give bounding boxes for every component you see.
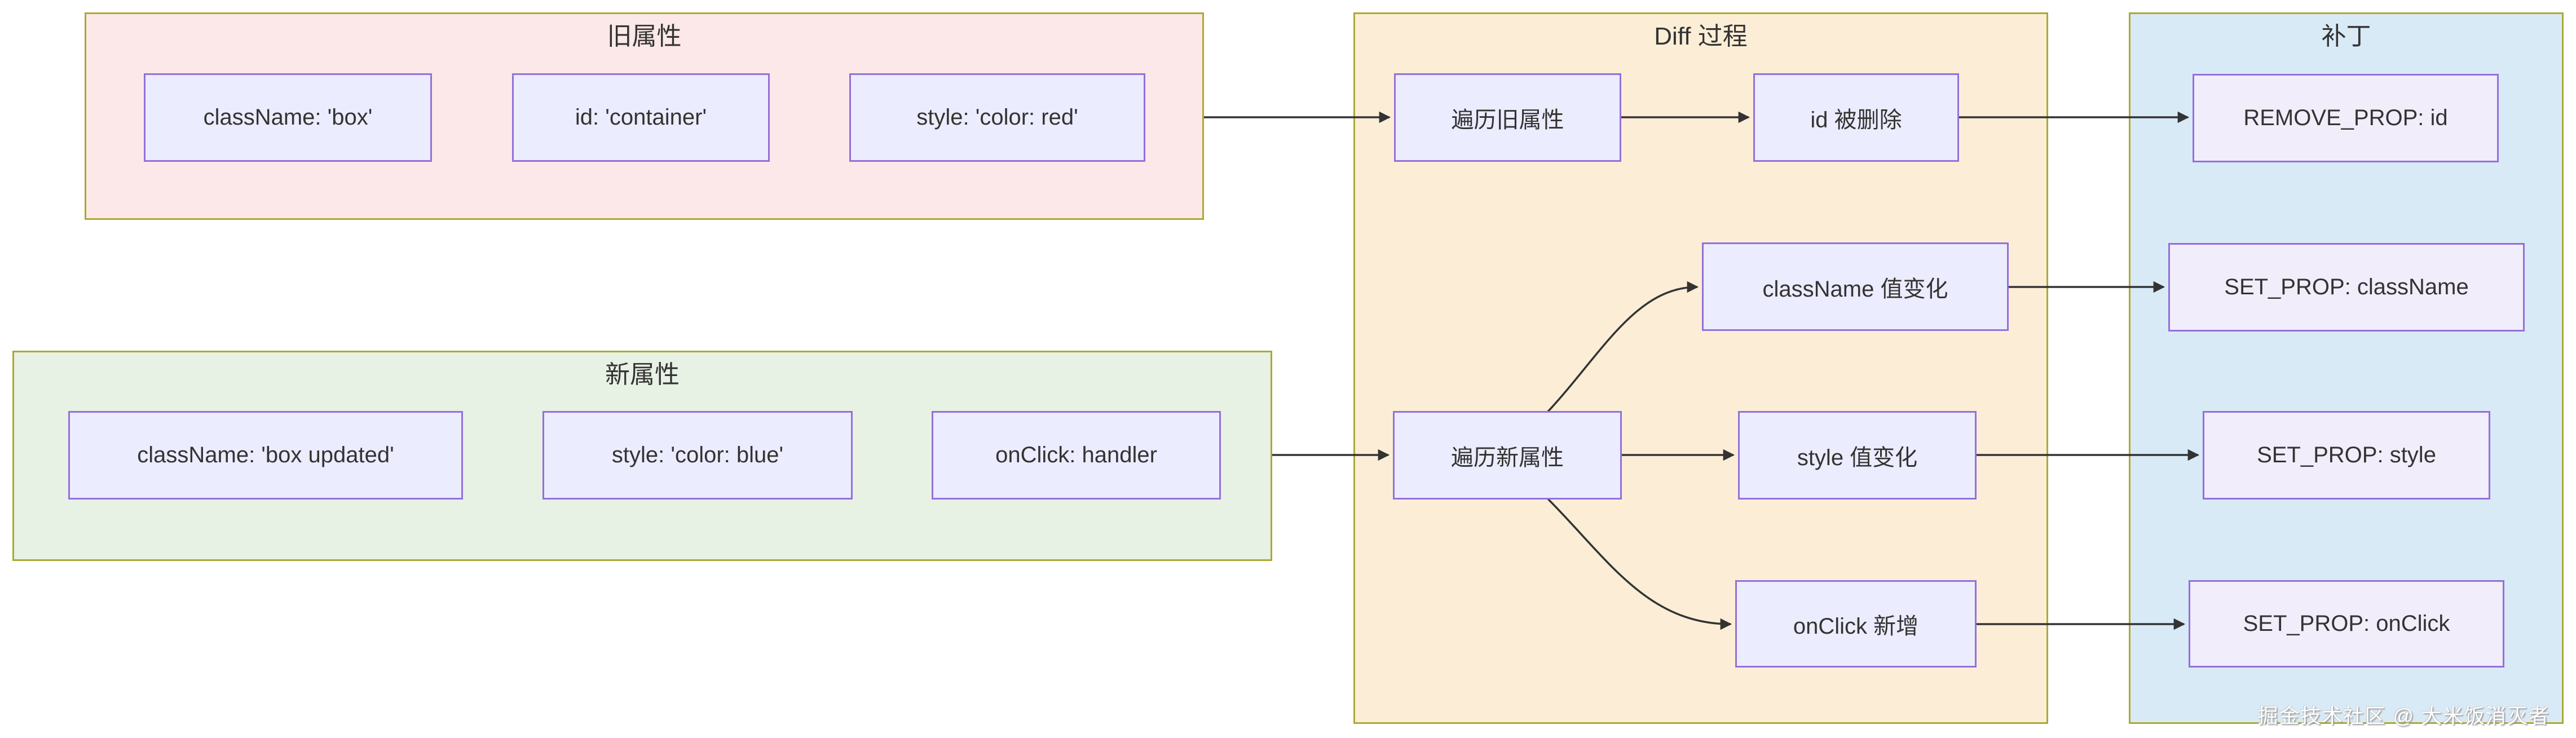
node-new-classname: className: 'box updated' [68, 411, 463, 500]
node-new-onclick: onClick: handler [932, 411, 1221, 500]
node-traverse-old: 遍历旧属性 [1394, 73, 1621, 162]
node-onclick-added: onClick 新增 [1735, 580, 1977, 668]
node-classname-changed: className 值变化 [1702, 242, 2009, 331]
node-traverse-new: 遍历新属性 [1393, 411, 1622, 500]
node-new-style: style: 'color: blue' [542, 411, 853, 500]
node-patch-set-prop-classname: SET_PROP: className [2168, 243, 2525, 332]
node-patch-set-prop-style: SET_PROP: style [2203, 411, 2490, 500]
node-id-removed: id 被删除 [1753, 73, 1959, 162]
watermark: 掘金技术社区 @ 大米饭消灭者 [2257, 704, 2550, 727]
node-old-style: style: 'color: red' [849, 73, 1145, 162]
node-old-classname: className: 'box' [144, 73, 432, 162]
node-patch-remove-prop-id: REMOVE_PROP: id [2193, 74, 2499, 162]
node-style-changed: style 值变化 [1738, 411, 1977, 500]
cluster-new-props-title: 新属性 [605, 361, 680, 388]
cluster-diff-process-title: Diff 过程 [1654, 23, 1748, 50]
cluster-old-props-title: 旧属性 [607, 23, 682, 50]
cluster-patch-title: 补丁 [2321, 23, 2371, 50]
node-patch-set-prop-onclick: SET_PROP: onClick [2189, 580, 2504, 668]
node-old-id: id: 'container' [512, 73, 770, 162]
